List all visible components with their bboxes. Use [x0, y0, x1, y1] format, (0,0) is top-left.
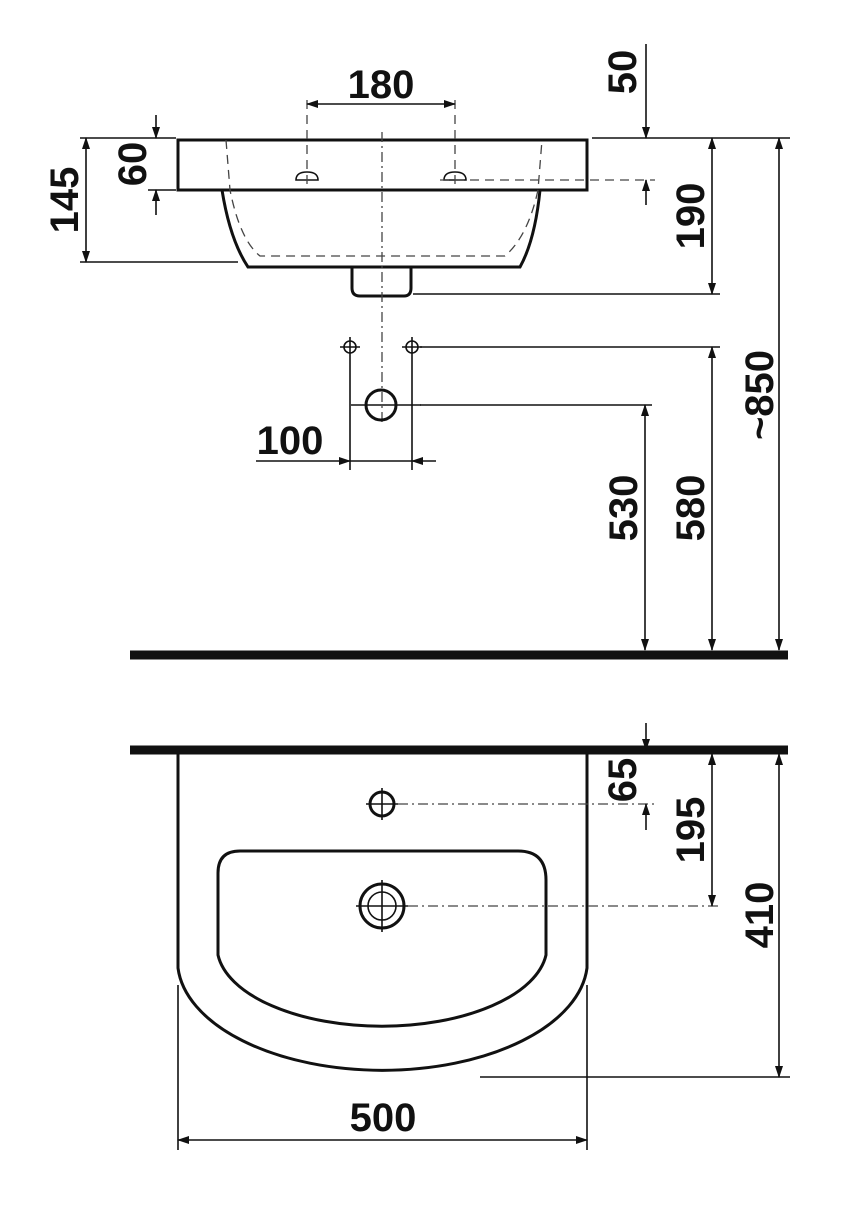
supply-pipe-left [340, 337, 360, 357]
dim-label-410: 410 [738, 882, 782, 949]
dim-label-145: 145 [43, 167, 87, 234]
dim-label-50: 50 [601, 50, 645, 95]
dim-label-500: 500 [350, 1096, 417, 1140]
dim-label-195: 195 [669, 797, 713, 864]
dim-label-580: 580 [669, 475, 713, 542]
hidden-bowl-line [225, 139, 543, 257]
dim-label-65: 65 [601, 758, 645, 803]
dim-label-180: 180 [348, 63, 415, 107]
tap-hole-right [443, 171, 467, 181]
dim-label-530: 530 [602, 475, 646, 542]
dim-label-190: 190 [669, 183, 713, 250]
basin-rim-outline [176, 138, 589, 192]
basin-bowl-outline [220, 189, 542, 269]
dim-label-100: 100 [257, 419, 324, 463]
basin-outer-contour [176, 754, 589, 1072]
basin-inner-bowl [216, 849, 548, 1028]
tap-hole-left [295, 171, 319, 181]
dim-label-60: 60 [111, 142, 155, 187]
plan-waste-outlet [356, 880, 408, 932]
plan-tap-hole [366, 788, 398, 820]
plan-view: 65 195 410 500 [130, 723, 790, 1150]
waste-connection [351, 388, 421, 422]
front-elevation-view: 180 50 60 145 190 ~850 100 530 580 [43, 44, 790, 660]
dim-label-850: ~850 [738, 350, 782, 440]
supply-pipe-right [402, 337, 422, 357]
